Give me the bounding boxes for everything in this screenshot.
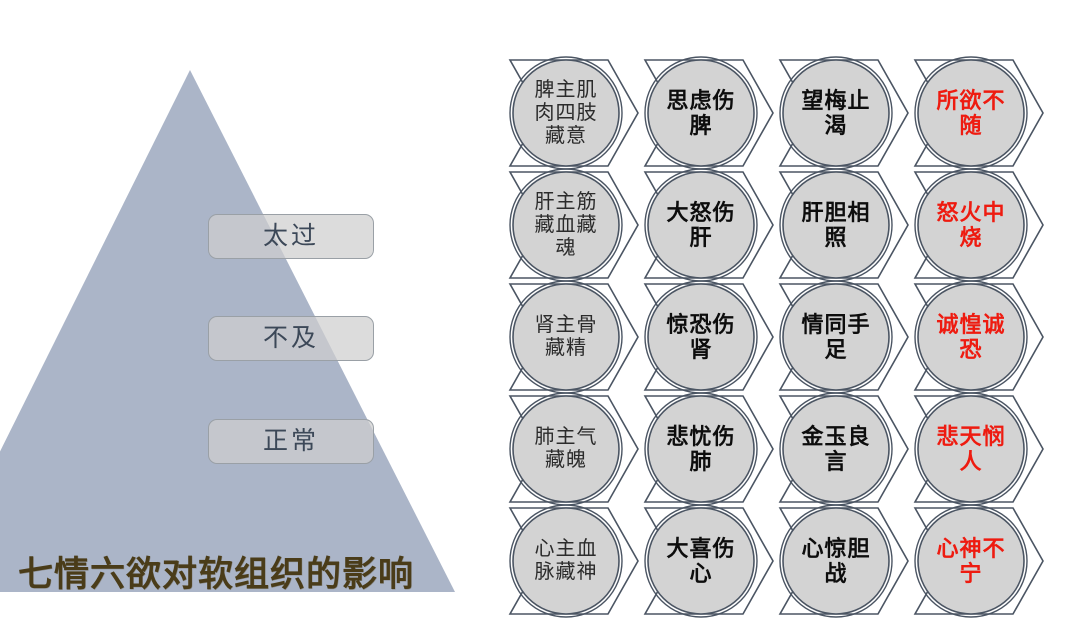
cell-circle[interactable] bbox=[782, 283, 890, 391]
pyramid-level-taiguo[interactable]: 太过 bbox=[208, 214, 374, 259]
pyramid-level-label: 太过 bbox=[262, 223, 319, 250]
cell-circle[interactable] bbox=[917, 507, 1025, 615]
cell-circle[interactable] bbox=[782, 59, 890, 167]
cell-circle[interactable] bbox=[647, 283, 755, 391]
cell-circle-outer-ring bbox=[779, 504, 893, 618]
emotion-organ-grid: 脾主肌 肉四肢 藏意思虑伤 脾望梅止 渴所欲不 随肝主筋 藏血藏 魂大怒伤 肝肝… bbox=[498, 0, 1080, 643]
pyramid-panel: 太过 不及 正常 七情六欲对软组织的影响 bbox=[0, 0, 500, 643]
pyramid-level-label: 正常 bbox=[262, 428, 319, 455]
cell-circle[interactable] bbox=[782, 171, 890, 279]
cell-circle[interactable] bbox=[647, 507, 755, 615]
pyramid-level-label: 不及 bbox=[262, 325, 319, 352]
cell-circle[interactable] bbox=[782, 507, 890, 615]
cell-circle[interactable] bbox=[512, 59, 620, 167]
cell-circle[interactable] bbox=[917, 395, 1025, 503]
cell-circle-outer-ring bbox=[644, 504, 758, 618]
pyramid-title: 七情六欲对软组织的影响 bbox=[18, 555, 415, 594]
cell-circle[interactable] bbox=[917, 171, 1025, 279]
cell-circle[interactable] bbox=[917, 59, 1025, 167]
cell-circle[interactable] bbox=[512, 395, 620, 503]
cell-circle-outer-ring bbox=[509, 504, 623, 618]
cell-circle[interactable] bbox=[512, 171, 620, 279]
cell-circle[interactable] bbox=[647, 59, 755, 167]
cell-circle[interactable] bbox=[647, 171, 755, 279]
cell-circle[interactable] bbox=[782, 395, 890, 503]
cell-circle[interactable] bbox=[512, 283, 620, 391]
pyramid-level-zhengchang[interactable]: 正常 bbox=[208, 419, 374, 464]
cell-circle-outer-ring bbox=[914, 504, 1028, 618]
cell-circle[interactable] bbox=[917, 283, 1025, 391]
cell-circle[interactable] bbox=[512, 507, 620, 615]
pyramid-level-buji[interactable]: 不及 bbox=[208, 316, 374, 361]
grid-shapes bbox=[508, 56, 1044, 618]
cell-circle[interactable] bbox=[647, 395, 755, 503]
